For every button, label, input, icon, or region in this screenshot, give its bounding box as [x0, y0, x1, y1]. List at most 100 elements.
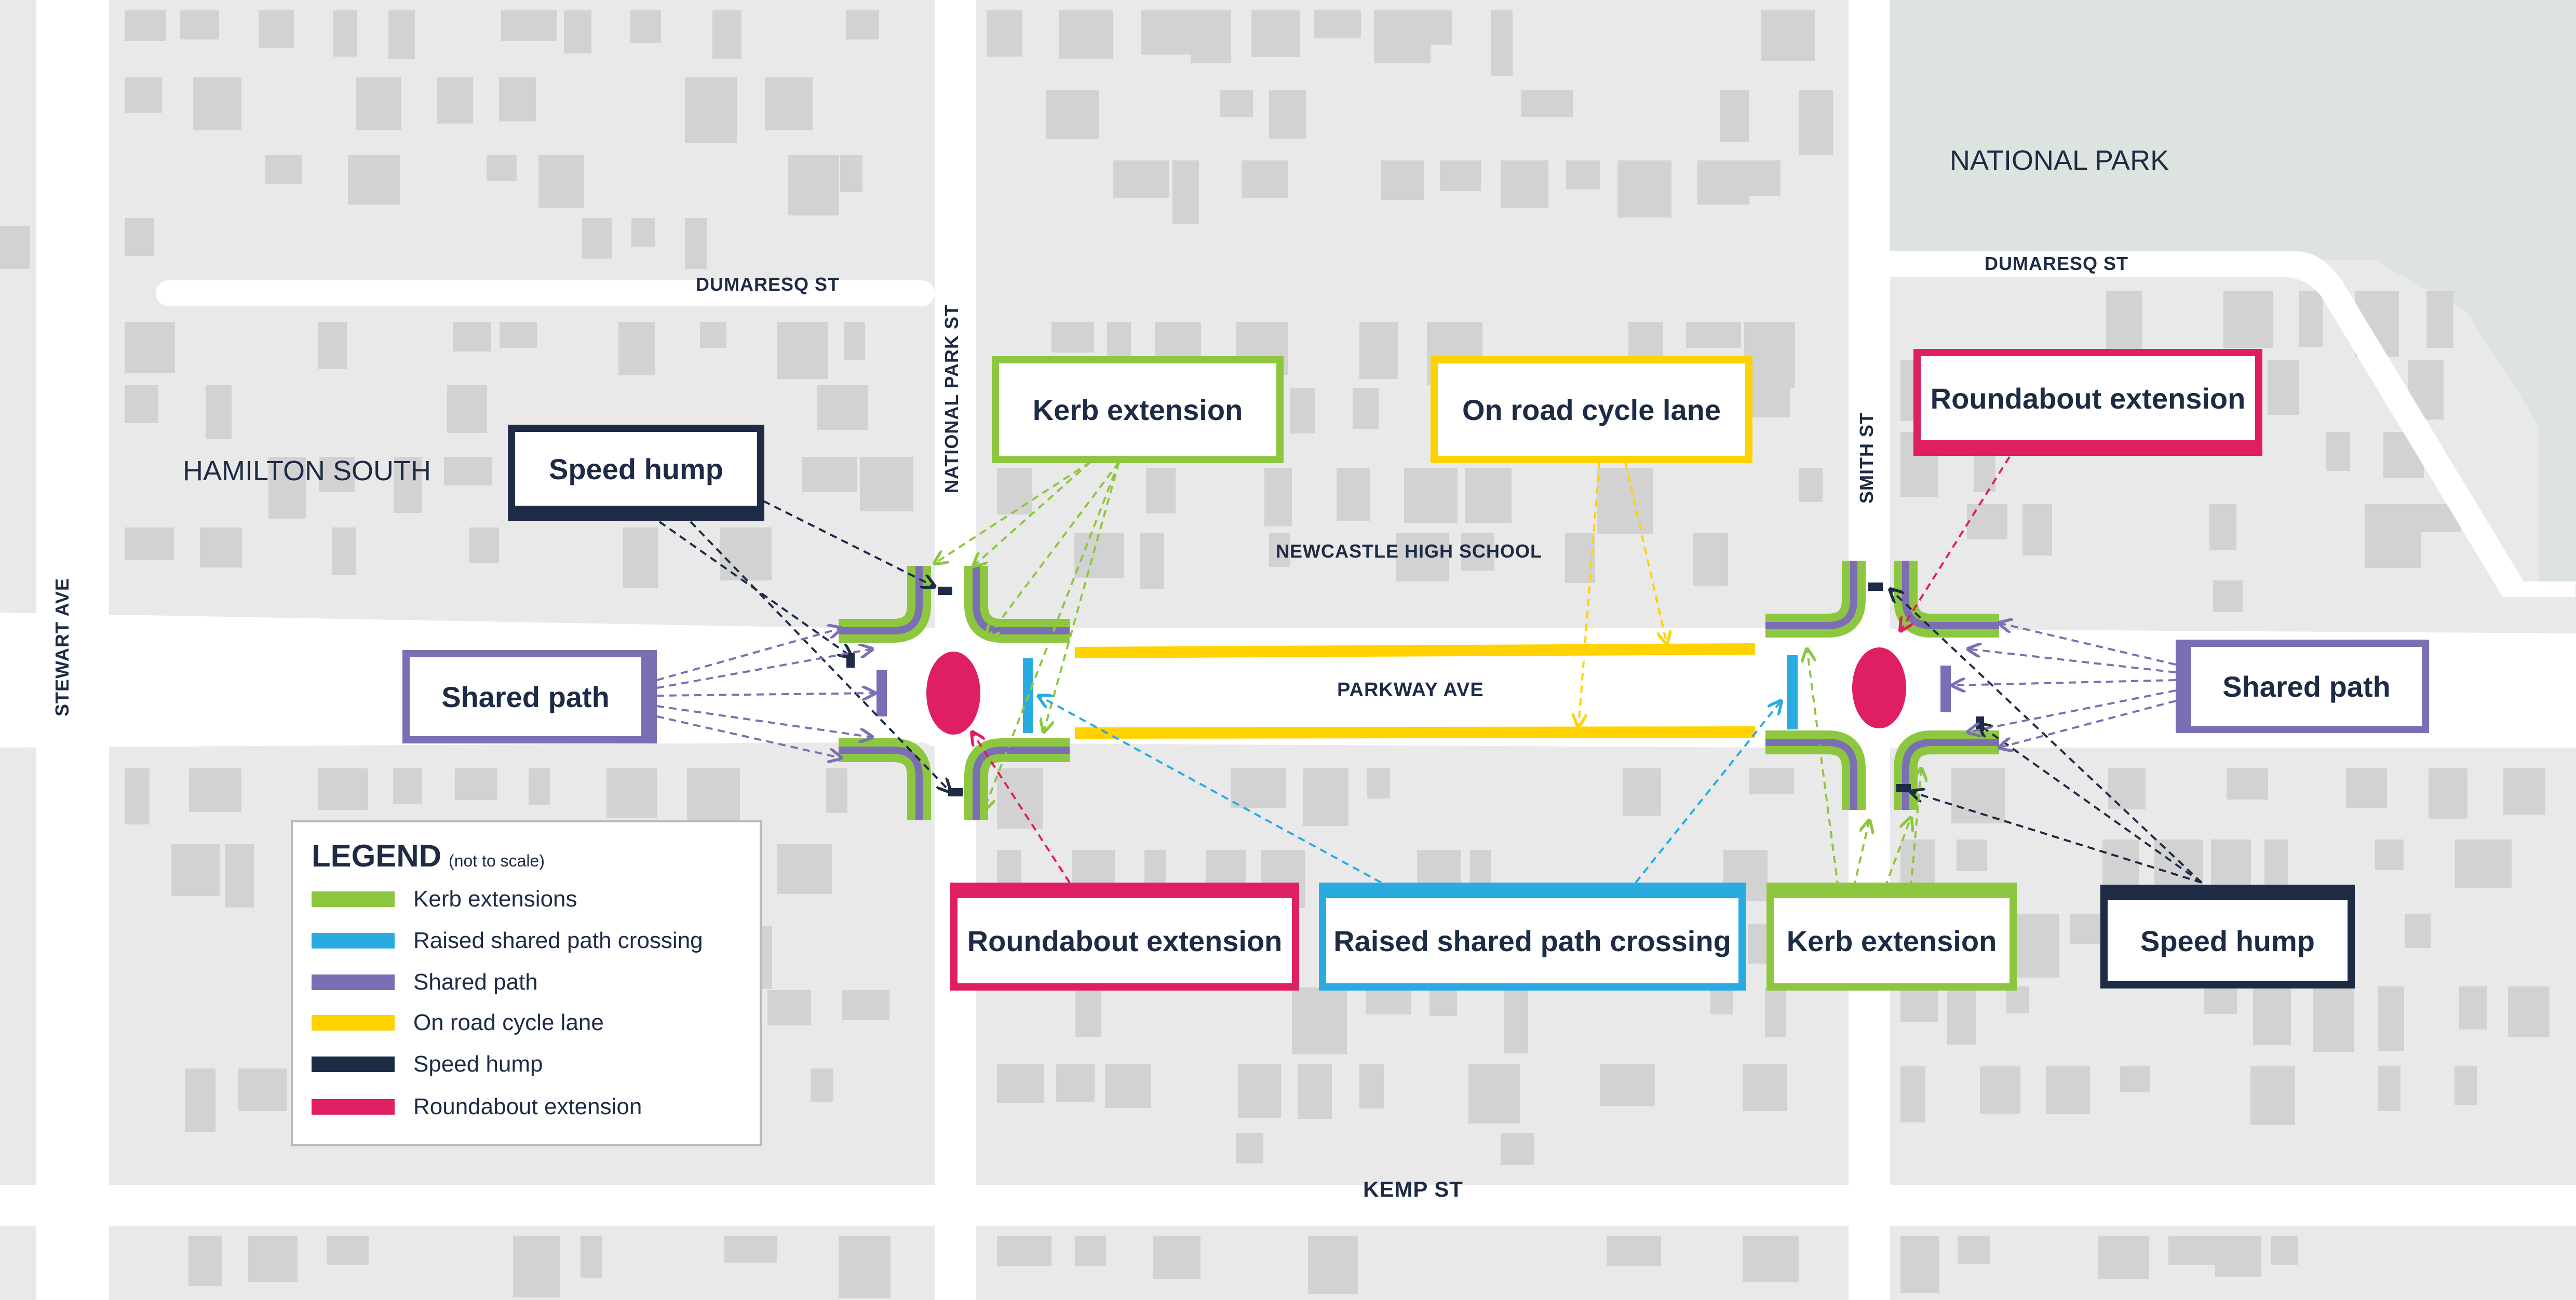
building [1628, 322, 1663, 358]
building [1056, 1064, 1095, 1102]
building [1720, 90, 1749, 142]
building [1504, 987, 1528, 1053]
building [248, 1236, 298, 1282]
building [1686, 322, 1741, 348]
building [1298, 1064, 1332, 1119]
callout-speed-hump-west: Speed hump [508, 425, 764, 521]
building [455, 768, 497, 800]
building [1292, 987, 1347, 1054]
kerb-extension-east-sw [1765, 730, 1866, 810]
building [623, 527, 658, 588]
building [206, 385, 232, 439]
legend-label-on-road-cycle-lane: On road cycle lane [413, 1010, 604, 1035]
leaders-kerb-extension-east [1807, 649, 1921, 888]
leaders-roundabout-extension [972, 456, 2011, 884]
building [2264, 839, 2288, 892]
building [1761, 10, 1815, 61]
legend-item-roundabout-extension: Roundabout extension [312, 1091, 642, 1122]
legend-item-on-road-cycle-lane: On road cycle lane [312, 1007, 604, 1038]
building [499, 77, 536, 121]
building [1153, 1236, 1201, 1279]
building [333, 10, 357, 57]
building [1440, 160, 1481, 191]
building [332, 527, 356, 575]
building [1374, 10, 1431, 63]
building [712, 10, 741, 59]
kerb-extension-west-nw [839, 566, 931, 643]
building [2313, 986, 2354, 1052]
building [700, 322, 726, 348]
callout-speed-hump-east: Speed hump [2100, 885, 2355, 988]
building [1231, 768, 1286, 808]
on-road-cycle-lanes [1074, 643, 1756, 739]
building [1308, 1236, 1358, 1294]
building [238, 1068, 287, 1111]
building [1105, 1064, 1151, 1108]
building [2006, 986, 2029, 1013]
building [1075, 1236, 1106, 1266]
road-dumaresq-st-east [1890, 251, 2285, 277]
building [846, 10, 879, 39]
legend: LEGEND(not to scale) Kerb extensions Rai… [291, 820, 762, 1146]
building [1980, 1066, 2020, 1114]
legend-swatch-shared-path [312, 974, 395, 990]
building [802, 457, 857, 492]
building [1957, 839, 1987, 871]
street-label-dumaresq-st-east: DUMARESQ ST [1985, 253, 2129, 274]
legend-swatch-raised-shared-path-crossing [312, 933, 395, 949]
building [2405, 914, 2431, 948]
street-label-newcastle-high-school: NEWCASTLE HIGH SCHOOL [1276, 540, 1542, 562]
building [2209, 504, 2236, 550]
street-label-stewart-ave: STEWART AVE [51, 577, 73, 716]
leaders-shared-path-east [1952, 623, 2176, 748]
building [487, 155, 517, 181]
building [2503, 768, 2545, 815]
building [1075, 987, 1101, 1037]
building [1958, 1236, 1990, 1264]
building [2378, 986, 2404, 1051]
building [2271, 1236, 2298, 1265]
building [860, 457, 913, 511]
building [1264, 468, 1292, 526]
cycle-lane-north [1074, 643, 1756, 658]
building [2299, 291, 2323, 347]
building [1900, 1066, 1925, 1122]
building [501, 10, 557, 41]
legend-item-raised-shared-path-crossing: Raised shared path crossing [312, 925, 703, 956]
legend-title-text: LEGEND [312, 838, 442, 873]
building [2215, 1236, 2261, 1277]
building [631, 218, 655, 247]
building [1426, 10, 1452, 45]
building [469, 527, 499, 563]
leaders-raised-shared-path-crossing [1039, 696, 1781, 884]
building [2375, 839, 2404, 870]
building [1191, 10, 1231, 63]
building [1140, 533, 1164, 589]
building [125, 218, 154, 256]
building [2223, 291, 2273, 348]
building [1607, 1236, 1661, 1266]
intersection-west [839, 566, 1070, 820]
building [1220, 90, 1253, 117]
building [997, 1064, 1044, 1103]
building [1269, 90, 1306, 139]
building [1623, 768, 1661, 816]
building [767, 990, 811, 1025]
building [1238, 1064, 1281, 1118]
callout-kerb-extension-east: Kerb extension [1766, 883, 2017, 991]
building [125, 768, 150, 824]
building [538, 155, 584, 208]
building [1359, 322, 1398, 379]
building [1303, 768, 1348, 826]
building [1799, 90, 1833, 155]
building [685, 77, 737, 143]
building [2253, 986, 2291, 1045]
building [1491, 10, 1513, 76]
building [2098, 1236, 2149, 1279]
speed-hump-east-n [1868, 583, 1883, 591]
legend-label-roundabout-extension: Roundabout extension [413, 1094, 642, 1119]
building [1353, 388, 1379, 429]
building [437, 77, 473, 124]
legend-label-speed-hump: Speed hump [413, 1051, 543, 1077]
building [1337, 468, 1370, 521]
